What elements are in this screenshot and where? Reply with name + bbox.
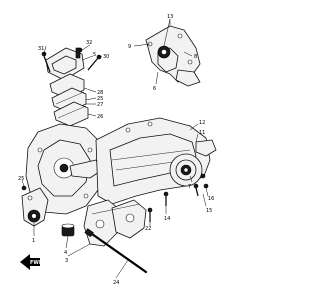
callout-5: 5	[93, 52, 96, 58]
callout-1: 1	[32, 238, 35, 244]
callout-30: 30	[103, 54, 109, 60]
callout-25-left: 25	[18, 176, 24, 182]
callout-6: 6	[153, 86, 156, 92]
callout-22: 22	[145, 226, 151, 232]
exploded-parts-diagram: FWD 31 32 30 5 13 9 8 6 28 25 27 26 12 1…	[18, 14, 217, 286]
callout-8: 8	[194, 54, 197, 60]
through-bolt	[84, 228, 148, 274]
lower-bracket	[83, 199, 147, 247]
bearing-housing	[145, 25, 201, 87]
callout-4: 4	[64, 250, 67, 256]
fwd-label: FWD	[30, 260, 43, 266]
right-cover	[169, 139, 217, 187]
callout-9: 9	[128, 44, 131, 50]
callout-25-top: 25	[97, 96, 103, 102]
callout-31: 31	[38, 46, 44, 52]
callout-24: 24	[113, 280, 119, 286]
callout-32: 32	[86, 40, 92, 46]
callout-labels: 31 32 30 5 13 9 8 6 28 25 27 26 12 11 7 …	[18, 14, 214, 286]
callout-13: 13	[167, 14, 173, 20]
callout-28: 28	[97, 90, 103, 96]
callout-26: 26	[97, 114, 103, 120]
callout-15: 15	[206, 208, 212, 214]
engine-mount-left	[21, 187, 49, 227]
callout-27: 27	[97, 102, 103, 108]
callout-3: 3	[65, 258, 68, 264]
bushing	[61, 223, 75, 237]
callout-7: 7	[188, 184, 191, 190]
callout-11: 11	[199, 130, 205, 136]
leader-lines	[21, 18, 209, 279]
callout-16: 16	[208, 196, 214, 202]
callout-14: 14	[164, 216, 170, 222]
intake-manifold	[45, 47, 89, 127]
small-bolts	[21, 51, 209, 222]
forward-arrow: FWD	[20, 254, 43, 270]
callout-12: 12	[199, 120, 205, 126]
